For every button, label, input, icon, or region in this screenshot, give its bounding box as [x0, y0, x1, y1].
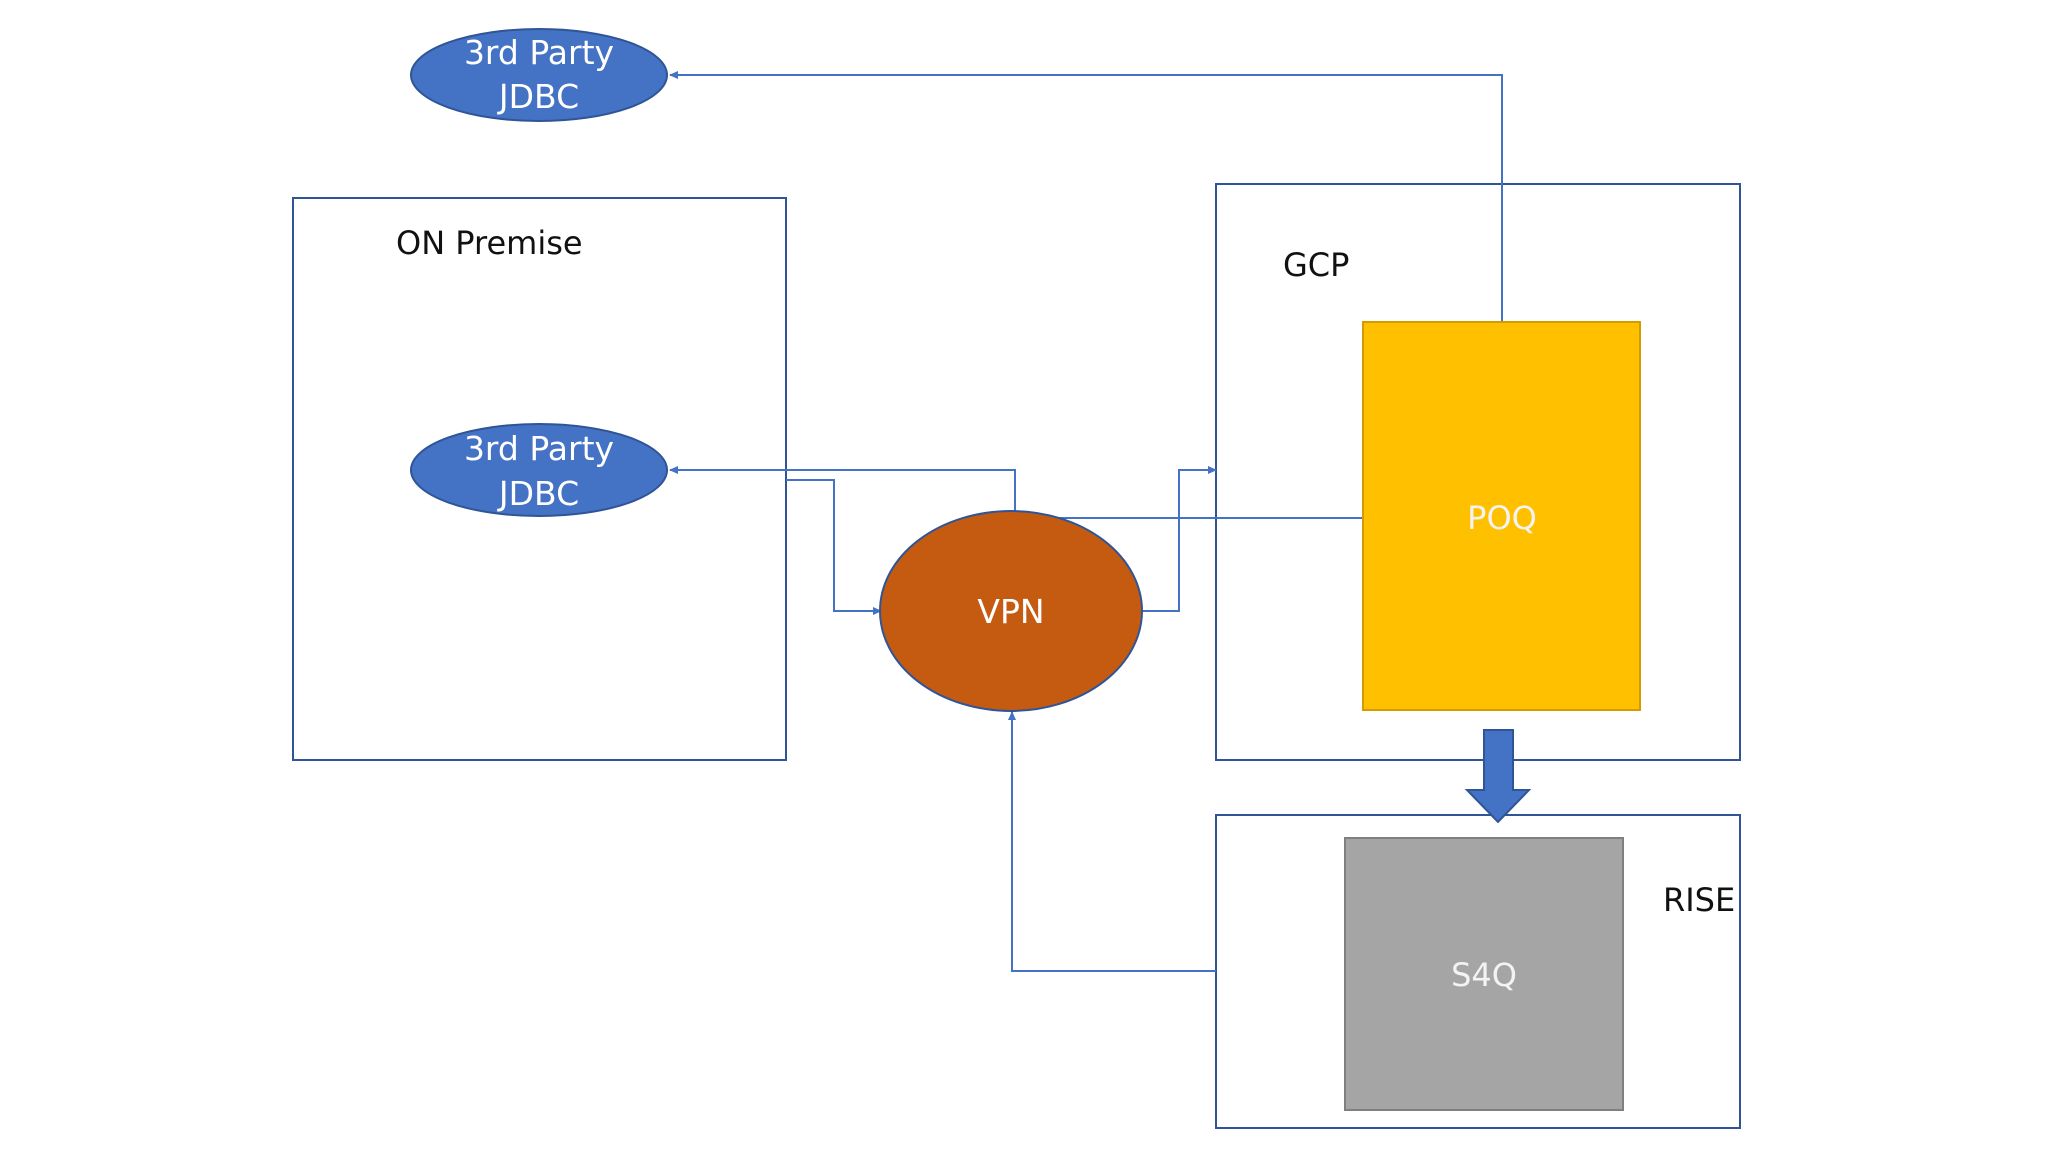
external-jdbc-node: 3rd Party JDBC — [410, 28, 668, 122]
on-premise-label: ON Premise — [396, 224, 583, 262]
connector-vpn-to-gcp — [1142, 466, 1217, 612]
vpn-label: VPN — [977, 592, 1044, 631]
connector-onprem-jdbc-to-vpn — [786, 479, 882, 615]
onprem-jdbc-ellipse — [410, 423, 668, 517]
onprem-jdbc-label-line-1: 3rd Party — [464, 429, 614, 468]
gcp-label: GCP — [1283, 246, 1349, 284]
external-jdbc-label-line-1: 3rd Party — [464, 33, 614, 72]
rise-label: RISE — [1663, 881, 1735, 919]
vpn-node: VPN — [879, 510, 1143, 712]
external-jdbc-ellipse — [410, 28, 668, 122]
onprem-jdbc-label-line-2: JDBC — [497, 474, 579, 513]
onprem-jdbc-node: 3rd Party JDBC — [410, 423, 668, 517]
s4q-node: S4Q — [1344, 837, 1624, 1111]
poq-node: POQ — [1362, 321, 1641, 711]
poq-box — [1362, 321, 1641, 711]
connector-rise-to-vpn — [1008, 711, 1216, 972]
vpn-ellipse — [879, 510, 1143, 712]
external-jdbc-label-line-2: JDBC — [497, 77, 579, 116]
poq-to-s4q-block-arrow — [1464, 729, 1532, 824]
connector-poq-to-external-jdbc — [669, 71, 1503, 322]
s4q-box — [1344, 837, 1624, 1111]
connector-vpn-to-onprem-jdbc — [669, 466, 1016, 512]
s4q-label: S4Q — [1451, 956, 1517, 994]
poq-label: POQ — [1467, 499, 1537, 537]
